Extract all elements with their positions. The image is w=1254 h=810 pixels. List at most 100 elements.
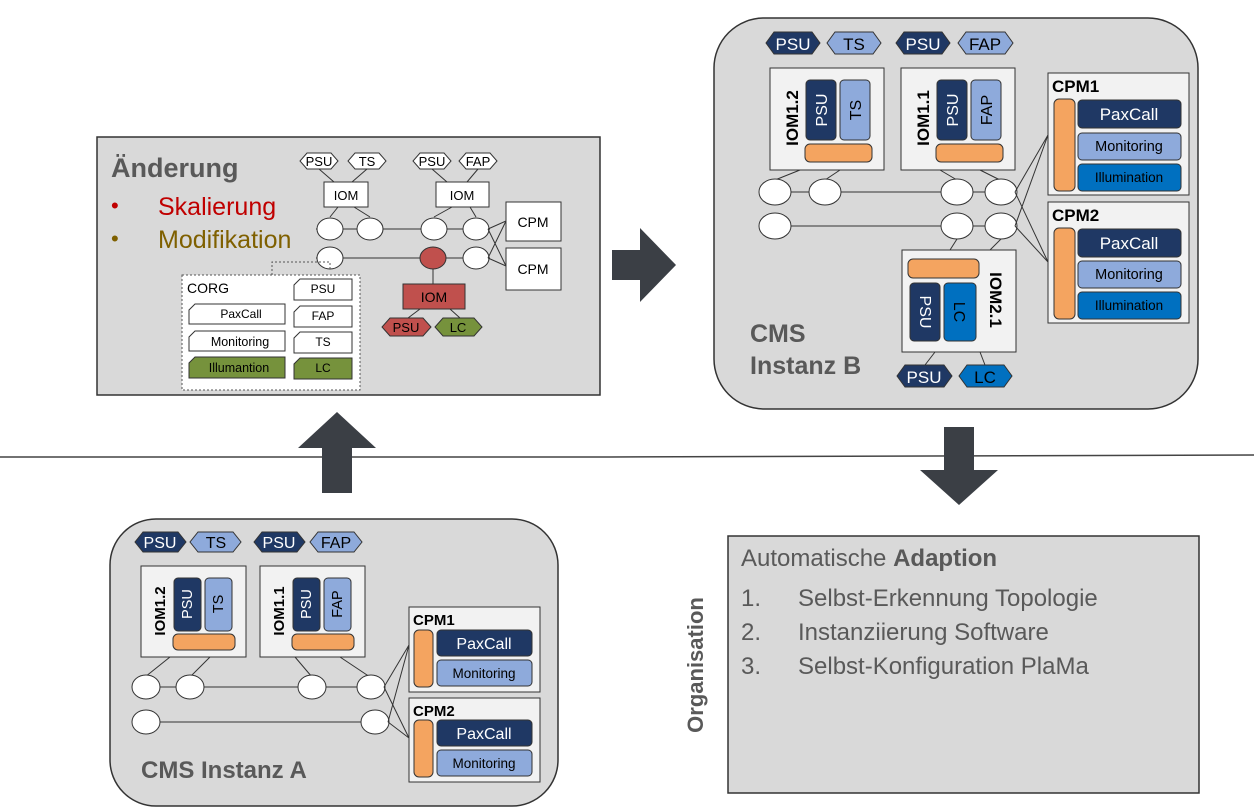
change-top-fap: FAP bbox=[458, 152, 498, 170]
adaption-item-2-text: Instanziierung Software bbox=[798, 619, 1049, 646]
instance-b-label-1: CMS bbox=[750, 320, 806, 348]
svg-text:CPM2: CPM2 bbox=[1052, 206, 1099, 225]
svg-text:FAP: FAP bbox=[321, 535, 351, 552]
adaption-item-1-num: 1. bbox=[741, 585, 761, 612]
svg-text:PSU: PSU bbox=[306, 154, 333, 169]
corg-lc-item bbox=[293, 357, 353, 380]
b-top-fap bbox=[957, 31, 1014, 55]
svg-text:PSU: PSU bbox=[906, 35, 941, 54]
svg-text:IOM1.2: IOM1.2 bbox=[152, 586, 169, 635]
svg-text:IOM: IOM bbox=[421, 289, 447, 305]
svg-text:TS: TS bbox=[315, 335, 330, 349]
b-top-psu-2 bbox=[895, 31, 951, 55]
svg-text:CPM: CPM bbox=[517, 214, 548, 230]
svg-text:PaxCall: PaxCall bbox=[220, 307, 261, 321]
b-iom11-box: IOM1.1 PSU FAP bbox=[900, 67, 1016, 171]
organisation-label: Organisation bbox=[683, 597, 708, 733]
svg-text:IOM1.2: IOM1.2 bbox=[783, 90, 802, 146]
adaption-item-1-text: Selbst-Erkennung Topologie bbox=[798, 585, 1098, 612]
change-cpm-box-2: CPM bbox=[505, 247, 562, 291]
svg-text:CPM1: CPM1 bbox=[1052, 77, 1099, 96]
svg-text:FAP: FAP bbox=[466, 154, 491, 169]
a-top-ts bbox=[189, 531, 242, 553]
new-psu-octagon: PSU bbox=[381, 317, 432, 337]
svg-text:PSU: PSU bbox=[814, 94, 831, 127]
adaption-panel: Automatische Adaption 1. Selbst-Erkennun… bbox=[727, 535, 1200, 794]
b-iom21-box: PSU LC IOM2.1 bbox=[901, 249, 1017, 353]
a-iom12-box: IOM1.2 PSU TS bbox=[140, 565, 247, 658]
svg-text:PaxCall: PaxCall bbox=[1100, 105, 1159, 124]
svg-text:PSU: PSU bbox=[907, 368, 942, 387]
divider-right bbox=[609, 454, 1254, 458]
instance-b-label-2: Instanz B bbox=[750, 352, 861, 380]
corg-box: CORG PaxCall Monitoring Illumantion PSU … bbox=[181, 274, 361, 391]
corg-title: CORG bbox=[187, 280, 229, 296]
svg-text:PSU: PSU bbox=[144, 535, 177, 552]
svg-text:FAP: FAP bbox=[969, 35, 1001, 54]
svg-text:PSU: PSU bbox=[776, 35, 811, 54]
svg-text:LC: LC bbox=[950, 302, 967, 322]
instance-a-label: CMS Instanz A bbox=[141, 757, 307, 784]
change-cpm-box-1: CPM bbox=[505, 201, 562, 242]
svg-text:Monitoring: Monitoring bbox=[452, 666, 515, 681]
svg-text:Monitoring: Monitoring bbox=[1095, 139, 1163, 155]
svg-text:Illumantion: Illumantion bbox=[209, 361, 269, 375]
svg-text:CPM2: CPM2 bbox=[413, 703, 455, 720]
svg-text:IOM1.1: IOM1.1 bbox=[271, 586, 288, 635]
b-iom12-box: IOM1.2 PSU TS bbox=[769, 67, 885, 171]
svg-text:IOM: IOM bbox=[334, 188, 359, 203]
svg-text:PSU: PSU bbox=[419, 154, 446, 169]
b-top-ts bbox=[826, 31, 882, 55]
svg-text:PSU: PSU bbox=[263, 535, 296, 552]
svg-text:Illumination: Illumination bbox=[1095, 170, 1163, 185]
svg-text:Monitoring: Monitoring bbox=[452, 756, 515, 771]
arrow-right-icon bbox=[612, 228, 676, 302]
a-cpm2-box: CPM2 PaxCall Monitoring bbox=[408, 697, 541, 783]
svg-text:TS: TS bbox=[848, 100, 865, 120]
adaption-title: Automatische Adaption bbox=[741, 545, 997, 572]
svg-text:PaxCall: PaxCall bbox=[456, 636, 511, 653]
svg-text:FAP: FAP bbox=[330, 590, 346, 617]
corg-illumination-item bbox=[188, 356, 286, 379]
b-cpm1-box: CPM1 PaxCall Monitoring Illumination bbox=[1047, 72, 1190, 196]
new-iom-box: IOM bbox=[402, 283, 466, 310]
svg-text:TS: TS bbox=[211, 595, 227, 614]
b-top-psu-1 bbox=[765, 31, 821, 55]
change-iom-box-2: IOM bbox=[435, 181, 490, 208]
bullet-dot-1: • bbox=[111, 193, 119, 218]
svg-text:TS: TS bbox=[206, 535, 226, 552]
adaption-item-3-num: 3. bbox=[741, 653, 761, 680]
change-iom-box-1: IOM bbox=[323, 181, 369, 208]
arrow-up-icon bbox=[298, 412, 376, 493]
a-cpm1-box: CPM1 PaxCall Monitoring bbox=[408, 606, 541, 693]
cms-instance-a: CMS Instanz A PSU TS PSU FAP IOM1.2 PSU … bbox=[109, 518, 559, 807]
new-switch-node bbox=[419, 246, 447, 270]
svg-text:Monitoring: Monitoring bbox=[211, 335, 269, 349]
svg-text:Illumination: Illumination bbox=[1095, 298, 1163, 313]
a-top-psu-2 bbox=[253, 531, 306, 553]
svg-text:PSU: PSU bbox=[311, 282, 336, 296]
bullet-modifikation: Modifikation bbox=[158, 226, 291, 254]
bullet-skalierung: Skalierung bbox=[158, 193, 276, 221]
svg-text:LC: LC bbox=[450, 320, 467, 335]
svg-text:PSU: PSU bbox=[393, 320, 420, 335]
svg-text:CPM: CPM bbox=[517, 261, 548, 277]
svg-text:LC: LC bbox=[974, 368, 996, 387]
svg-text:LC: LC bbox=[315, 361, 331, 375]
svg-text:PSU: PSU bbox=[299, 589, 315, 619]
svg-text:Monitoring: Monitoring bbox=[1095, 267, 1163, 283]
svg-text:PSU: PSU bbox=[945, 94, 962, 127]
cms-instance-b: CMS Instanz B PSU TS PSU FAP IOM1.2 PSU … bbox=[713, 17, 1199, 410]
svg-text:PaxCall: PaxCall bbox=[456, 726, 511, 743]
change-panel: Änderung • Skalierung • Modifikation PSU… bbox=[96, 136, 601, 396]
b-cpm2-box: CPM2 PaxCall Monitoring Illumination bbox=[1047, 201, 1190, 324]
svg-text:FAP: FAP bbox=[312, 309, 335, 323]
a-top-fap bbox=[309, 531, 363, 553]
svg-text:TS: TS bbox=[359, 154, 376, 169]
svg-text:FAP: FAP bbox=[979, 95, 996, 125]
adaption-item-2-num: 2. bbox=[741, 619, 761, 646]
svg-text:PSU: PSU bbox=[916, 296, 933, 329]
new-lc-octagon: LC bbox=[434, 317, 483, 337]
change-title: Änderung bbox=[111, 153, 239, 183]
